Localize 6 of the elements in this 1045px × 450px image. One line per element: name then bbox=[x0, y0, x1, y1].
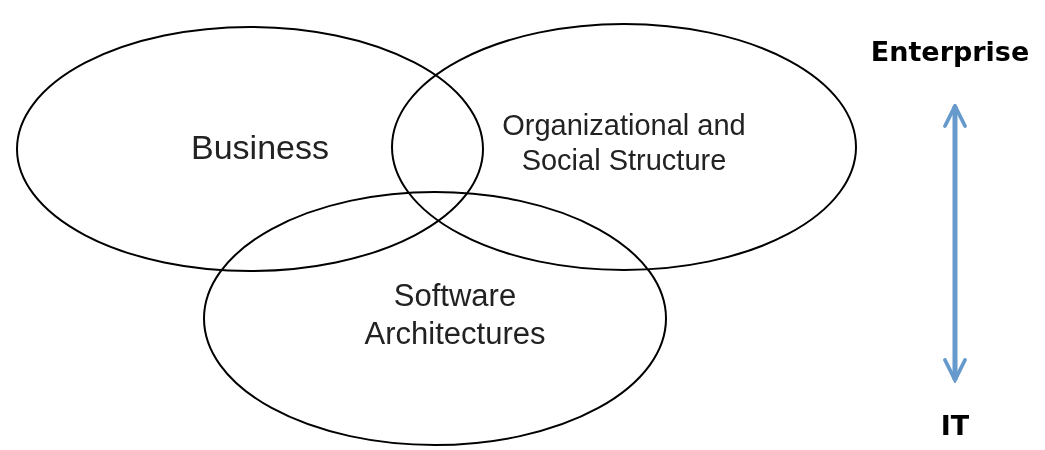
ellipse-label: Organizational and Social Structure bbox=[501, 108, 747, 178]
ellipse-label: Business bbox=[190, 126, 330, 168]
axis-label: IT bbox=[939, 410, 971, 441]
ellipse-label: Software Architectures bbox=[363, 277, 547, 352]
double-arrow bbox=[943, 104, 967, 382]
axis-label: Enterprise bbox=[869, 36, 1031, 67]
